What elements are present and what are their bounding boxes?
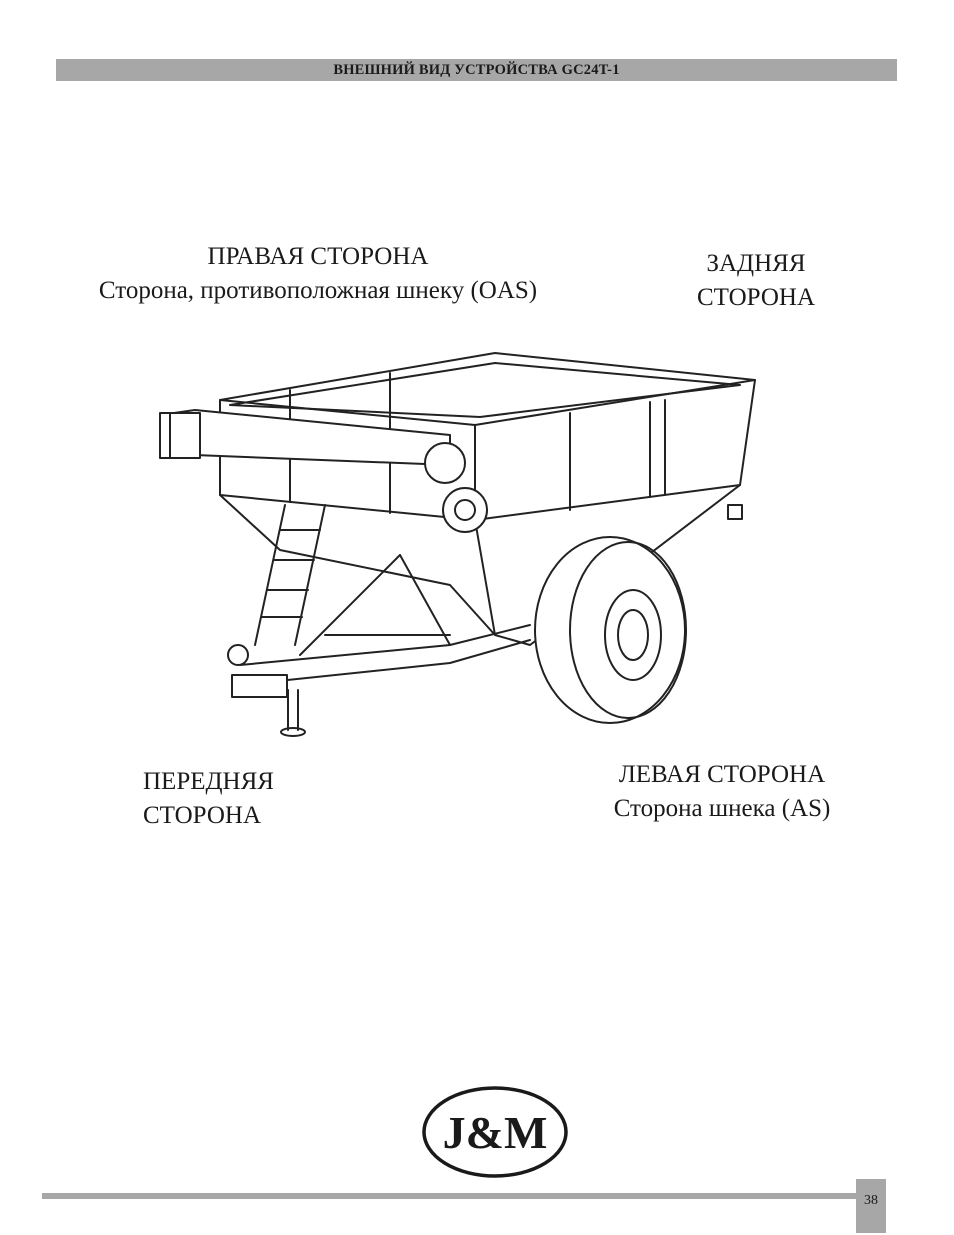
logo-text: J&M xyxy=(443,1107,548,1158)
label-right-side: ПРАВАЯ СТОРОНА Сторона, противоположная … xyxy=(0,240,636,308)
rear-side-line1: ЗАДНЯЯ xyxy=(706,250,806,277)
label-rear-side: ЗАДНЯЯ СТОРОНА xyxy=(672,247,840,315)
footer-line xyxy=(42,1193,857,1199)
label-front-side: ПЕРЕДНЯЯ СТОРОНА xyxy=(143,765,274,833)
front-side-line2: СТОРОНА xyxy=(143,802,262,829)
grain-cart-drawing xyxy=(159,352,756,737)
left-side-subtitle: Сторона шнека (AS) xyxy=(613,795,831,822)
left-side-title: ЛЕВАЯ СТОРОНА xyxy=(618,761,826,788)
page-number: 38 xyxy=(864,1193,878,1208)
front-side-line1: ПЕРЕДНЯЯ xyxy=(143,768,274,795)
jm-logo: J&M xyxy=(422,1086,568,1178)
rear-side-line2: СТОРОНА xyxy=(696,284,816,311)
right-side-subtitle: Сторона, противоположная шнеку (OAS) xyxy=(98,277,538,304)
page-number-box: 38 xyxy=(856,1179,886,1233)
header-bar: ВНЕШНИЙ ВИД УСТРОЙСТВА GC24T-1 xyxy=(56,59,897,81)
label-left-side: ЛЕВАЯ СТОРОНА Сторона шнека (AS) xyxy=(560,758,884,826)
right-side-title: ПРАВАЯ СТОРОНА xyxy=(207,243,429,270)
page-header-title: ВНЕШНИЙ ВИД УСТРОЙСТВА GC24T-1 xyxy=(333,62,620,78)
